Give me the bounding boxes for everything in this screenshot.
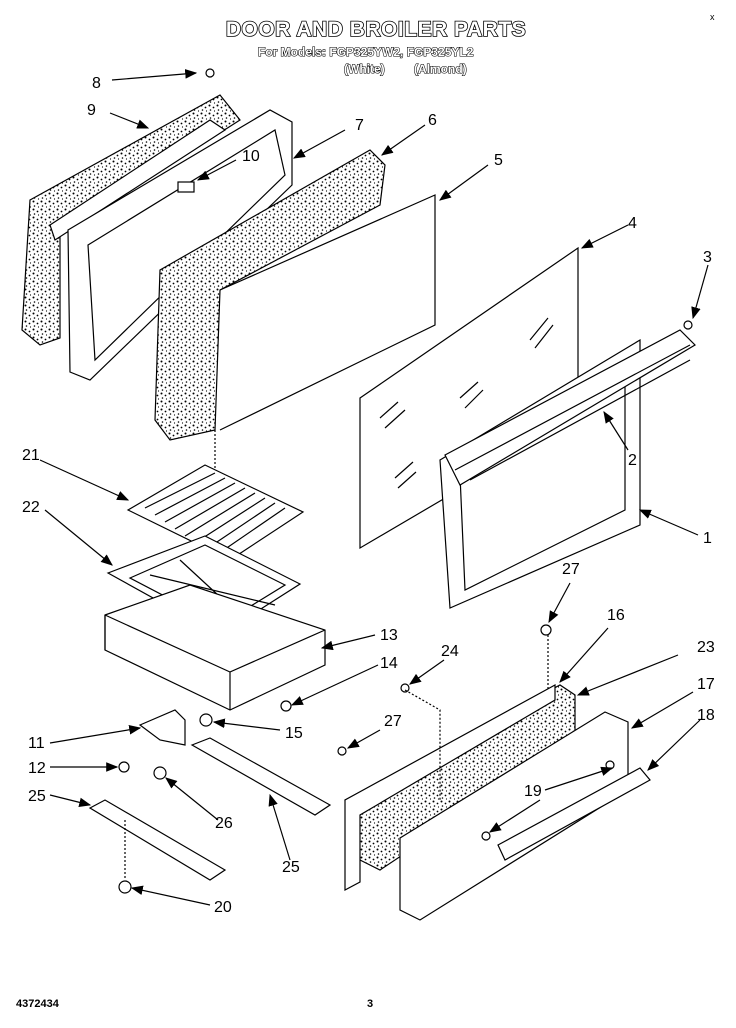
inner-door-liner bbox=[67, 109, 293, 381]
callout-4: 4 bbox=[628, 215, 637, 232]
color-almond-label: (Almond) bbox=[413, 61, 467, 76]
callout-21: 21 bbox=[22, 447, 40, 464]
drawer-rail-left bbox=[88, 799, 227, 881]
page-number: 3 bbox=[367, 998, 374, 1010]
callout-20: 20 bbox=[214, 899, 232, 916]
callout-23: 23 bbox=[697, 639, 715, 656]
part-drawings bbox=[21, 68, 696, 921]
callout-17: 17 bbox=[697, 676, 715, 693]
drawer-handle bbox=[497, 767, 651, 861]
callout-7: 7 bbox=[355, 117, 364, 134]
callout-25a: 25 bbox=[28, 788, 46, 805]
callout-14: 14 bbox=[380, 655, 398, 672]
callout-3: 3 bbox=[703, 249, 712, 266]
drawer-bumper bbox=[118, 761, 130, 773]
callout-16: 16 bbox=[607, 607, 625, 624]
drawer-stop bbox=[199, 713, 213, 727]
drawer-bracket bbox=[138, 709, 186, 746]
document-number: 4372434 bbox=[16, 998, 59, 1010]
outer-door-panel bbox=[219, 194, 436, 431]
callout-11: 11 bbox=[28, 735, 45, 752]
color-white-label: (White) bbox=[343, 61, 385, 76]
callout-26: 26 bbox=[215, 815, 233, 832]
door-trim bbox=[444, 329, 696, 486]
callout-leaders bbox=[39, 69, 709, 906]
callout-2: 2 bbox=[628, 452, 637, 469]
callout-10: 10 bbox=[242, 148, 260, 165]
callout-15: 15 bbox=[285, 725, 303, 742]
callout-1: 1 bbox=[703, 530, 712, 547]
callout-24: 24 bbox=[441, 643, 459, 660]
callout-25b: 25 bbox=[282, 859, 300, 876]
callout-5: 5 bbox=[494, 152, 503, 169]
callout-22: 22 bbox=[22, 499, 40, 516]
callout-6: 6 bbox=[428, 112, 437, 129]
callout-13: 13 bbox=[380, 627, 398, 644]
callout-27a: 27 bbox=[562, 561, 580, 578]
callout-numbers: 1 2 3 4 5 6 7 8 9 10 11 12 13 14 15 16 1… bbox=[22, 75, 715, 916]
drawer-roller bbox=[280, 700, 292, 712]
drawer-front-liner bbox=[344, 683, 556, 891]
callout-12: 12 bbox=[28, 760, 46, 777]
callout-8: 8 bbox=[92, 75, 101, 92]
callout-9: 9 bbox=[87, 102, 96, 119]
broiler-drawer bbox=[104, 584, 326, 711]
models-line: For Models: FGP325YW2, FGP325YL2 bbox=[257, 44, 474, 59]
page-title: DOOR AND BROILER PARTS bbox=[225, 17, 527, 42]
callout-18: 18 bbox=[697, 707, 715, 724]
callout-27b: 27 bbox=[384, 713, 402, 730]
rail-screw bbox=[118, 880, 132, 894]
close-icon[interactable]: x bbox=[710, 12, 715, 22]
drawer-screw bbox=[153, 766, 167, 780]
drawer-rail-right bbox=[190, 737, 332, 816]
callout-19: 19 bbox=[524, 783, 542, 800]
